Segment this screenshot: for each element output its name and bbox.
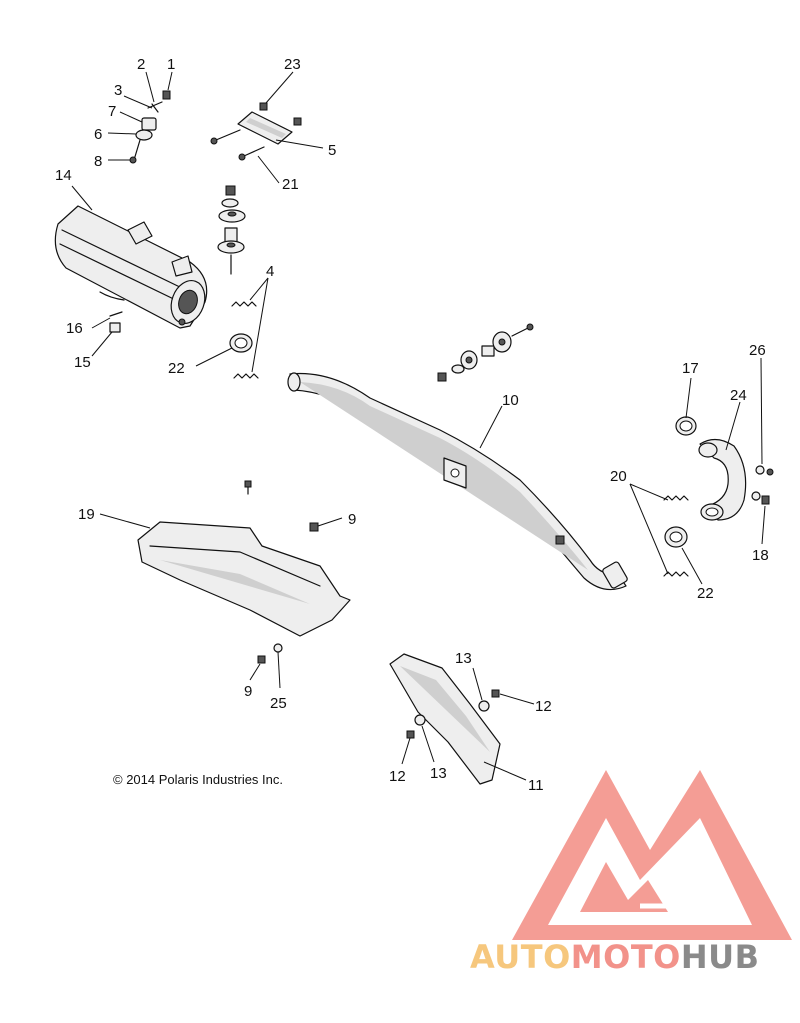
callout-9-lower: 9 [244, 683, 252, 700]
watermark-moto: MOTO [570, 938, 681, 976]
heat-shield-11 [389, 653, 501, 785]
watermark-text: AUTOMOTOHUB [470, 938, 760, 976]
gasket-lower [664, 526, 688, 548]
callout-1: 1 [167, 56, 175, 73]
callout-22-lower: 22 [697, 585, 714, 602]
isolator-stack [217, 185, 246, 275]
callout-10: 10 [502, 392, 519, 409]
callout-25: 25 [270, 695, 287, 712]
callout-6: 6 [94, 126, 102, 143]
callout-5: 5 [328, 142, 336, 159]
pipe-mount-hardware [437, 323, 534, 382]
callout-21: 21 [282, 176, 299, 193]
callout-3: 3 [114, 82, 122, 99]
watermark-auto: AUTO [470, 938, 571, 976]
leader-lines [71, 71, 766, 781]
exhaust-springs-lower [663, 495, 689, 577]
callout-15: 15 [74, 354, 91, 371]
head-pipe [287, 372, 628, 591]
callout-13-lower: 13 [430, 765, 447, 782]
callout-20: 20 [610, 468, 627, 485]
callout-12-right: 12 [535, 698, 552, 715]
callout-17: 17 [682, 360, 699, 377]
callout-26: 26 [749, 342, 766, 359]
callout-16: 16 [66, 320, 83, 337]
callout-22-upper: 22 [168, 360, 185, 377]
callout-7: 7 [108, 103, 116, 120]
gasket-17 [675, 416, 697, 436]
watermark-hub: HUB [680, 938, 760, 976]
callout-8: 8 [94, 153, 102, 170]
callout-13-upper: 13 [455, 650, 472, 667]
callout-24: 24 [730, 387, 747, 404]
copyright-notice: © 2014 Polaris Industries Inc. [113, 772, 283, 787]
callout-19: 19 [78, 506, 95, 523]
bracket-hardware-stack [129, 90, 171, 164]
callout-11: 11 [528, 777, 544, 794]
callout-18: 18 [752, 547, 769, 564]
callout-4: 4 [266, 263, 274, 280]
exhaust-elbow [698, 438, 774, 521]
callout-9-upper: 9 [348, 511, 356, 528]
callout-labels: 1 2 3 7 6 8 23 5 21 14 4 16 15 22 10 17 … [55, 56, 769, 794]
mount-bracket [210, 102, 302, 161]
watermark-logo [512, 770, 792, 940]
callout-2: 2 [137, 56, 145, 73]
heat-shield-19 [137, 480, 351, 664]
gasket-upper [229, 333, 253, 353]
muffler-hardware [109, 311, 123, 333]
callout-14: 14 [55, 167, 72, 184]
callout-12-lower: 12 [389, 768, 406, 785]
muffler [54, 205, 208, 329]
exhaust-springs-upper [231, 301, 259, 379]
callout-23: 23 [284, 56, 301, 73]
